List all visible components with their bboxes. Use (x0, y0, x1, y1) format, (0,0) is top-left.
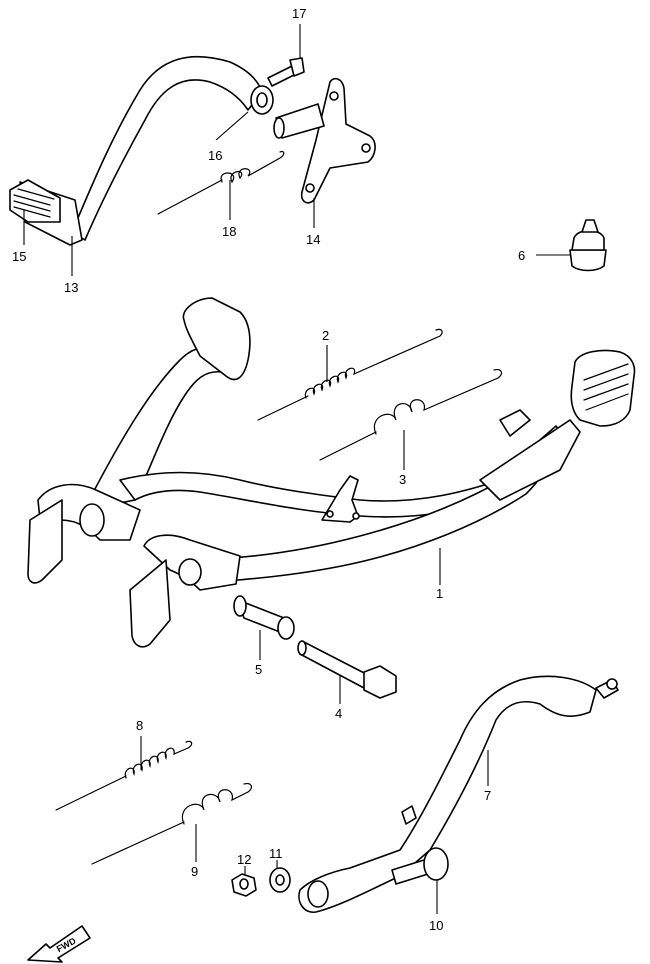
bolt-10 (391, 847, 449, 885)
bolt-17 (267, 57, 305, 87)
callout-3: 3 (399, 472, 406, 487)
callout-12: 12 (237, 852, 251, 867)
callout-9: 9 (191, 864, 198, 879)
callout-15: 15 (12, 249, 26, 264)
spacer-5 (233, 595, 295, 640)
bracket-14 (273, 77, 376, 204)
shift-pedal (9, 55, 274, 246)
callout-2: 2 (322, 328, 329, 343)
fwd-arrow: FWD (27, 925, 91, 963)
callout-6: 6 (518, 248, 525, 263)
callout-5: 5 (255, 662, 262, 677)
callout-18: 18 (222, 224, 236, 239)
nut-12 (231, 873, 257, 897)
callout-numbers: 17 16 18 14 15 13 6 2 3 1 5 4 8 9 7 12 1… (12, 6, 525, 933)
leader-lines (23, 24, 570, 914)
spring-18 (157, 150, 285, 215)
center-stand (27, 297, 636, 648)
washer-11 (269, 867, 291, 893)
callout-8: 8 (136, 718, 143, 733)
callout-10: 10 (429, 918, 443, 933)
brake-pedal (298, 675, 619, 913)
callout-14: 14 (306, 232, 320, 247)
callout-1: 1 (436, 586, 443, 601)
spring-9 (91, 783, 253, 865)
callout-11: 11 (269, 846, 283, 861)
callout-16: 16 (208, 148, 222, 163)
callout-13: 13 (64, 280, 78, 295)
spring-8 (55, 740, 193, 811)
bolt-4 (297, 640, 397, 699)
stopper-6 (569, 219, 607, 272)
callout-7: 7 (484, 788, 491, 803)
spring-3 (319, 369, 503, 461)
callout-17: 17 (292, 6, 306, 21)
callout-4: 4 (335, 706, 342, 721)
spring-2 (257, 328, 443, 421)
